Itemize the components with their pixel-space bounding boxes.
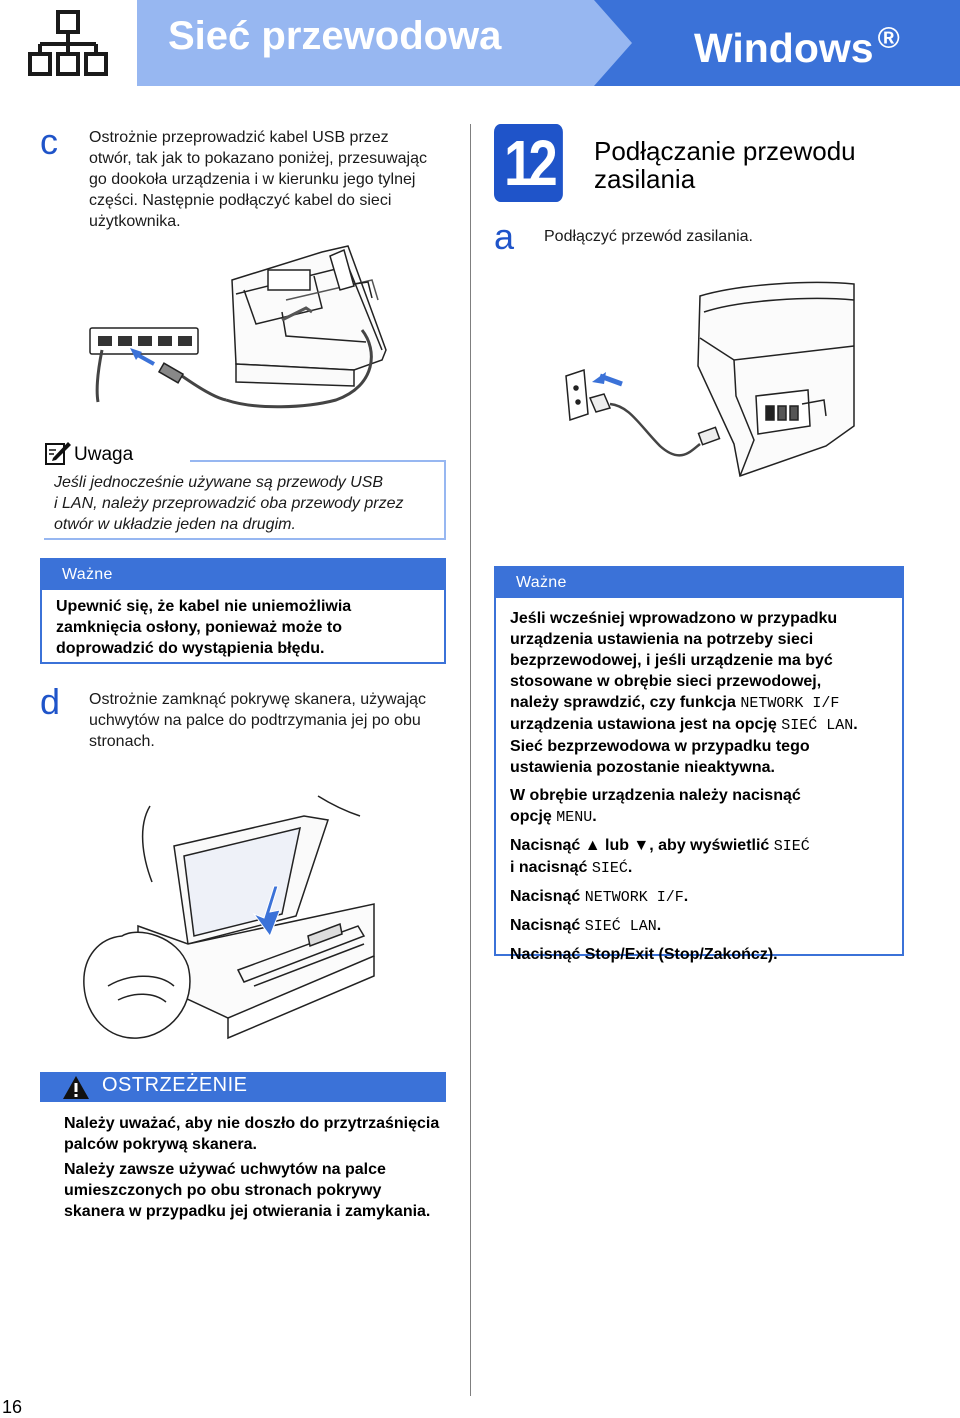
punct: . (627, 859, 633, 876)
step-d-line: Ostrożnie zamknąć pokrywę skanera, używa… (89, 691, 427, 708)
important-paragraph: Jeśli wcześniej wprowadzono w przypadku … (510, 608, 888, 778)
important-paragraph: Nacisnąć SIEĆ LAN. (510, 915, 888, 937)
important-line: bezprzewodowej, i jeśli urządzenie ma by… (510, 652, 833, 669)
step-heading-line: Podłączanie przewodu (594, 136, 856, 166)
step-d-text: Ostrożnie zamknąć pokrywę skanera, używa… (89, 689, 459, 752)
column-divider (470, 124, 471, 1396)
step-d-line: uchwytów na palce do podtrzymania jej po… (89, 712, 421, 729)
page-title: Sieć przewodowa (168, 14, 502, 58)
step-heading-line: zasilania (594, 164, 696, 194)
power-cord-illustration (565, 281, 855, 477)
warning-line: skanera w przypadku jej otwierania i zam… (64, 1203, 431, 1220)
important-title: Ważne (42, 560, 444, 590)
menu-option-siec: SIEĆ (773, 838, 810, 855)
important-line: W obrębie urządzenia należy nacisnąć (510, 787, 801, 804)
important-paragraph: Nacisnąć Stop/Exit (Stop/Zakończ). (510, 944, 888, 965)
step-c-text: Ostrożnie przeprowadzić kabel USB przez … (89, 127, 459, 232)
important-line: należy sprawdzić, czy funkcja (510, 694, 741, 711)
os-label: Windows® (694, 22, 900, 72)
warning-paragraph: Należy uważać, aby nie doszło do przytrz… (64, 1113, 454, 1155)
warning-line: Należy zawsze używać uchwytów na palce (64, 1161, 386, 1178)
important-paragraph: Nacisnąć NETWORK I/F. (510, 886, 888, 908)
important-line: Sieć bezprzewodowa w przypadku tego (510, 738, 810, 755)
important-line: i nacisnąć (510, 859, 592, 876)
step-c-line: Ostrożnie przeprowadzić kabel USB przez (89, 129, 389, 146)
important-line: stosowane w obrębie sieci przewodowej, (510, 673, 822, 690)
scanner-cover-illustration (83, 795, 375, 1040)
important-line: doprowadzić do wystąpienia błędu. (56, 640, 325, 657)
warning-line: umieszczonych po obu stronach pokrywy (64, 1182, 382, 1199)
note-text: Jeśli jednocześnie używane są przewody U… (54, 472, 439, 535)
important-body: Jeśli wcześniej wprowadzono w przypadku … (496, 598, 902, 965)
step-letter-c: c (40, 121, 58, 162)
important-line: Nacisnąć (510, 888, 585, 905)
punct: . (656, 917, 662, 934)
note-rule (190, 460, 446, 462)
menu-option-network-if: NETWORK I/F (740, 695, 840, 712)
important-line: Upewnić się, że kabel nie uniemożliwia (56, 598, 352, 615)
header-os-band (594, 0, 960, 86)
note-pencil-icon (45, 442, 71, 465)
step-c-line: części. Następnie podłączyć kabel do sie… (89, 192, 392, 209)
important-body: Upewnić się, że kabel nie uniemożliwia z… (42, 590, 444, 659)
warning-band (40, 1072, 446, 1102)
menu-option-siec-lan: SIEĆ LAN (781, 717, 854, 734)
important-line: Nacisnąć (510, 917, 585, 934)
punct: . (592, 808, 597, 825)
menu-option-network-if: NETWORK I/F (584, 889, 684, 906)
important-title: Ważne (496, 568, 902, 598)
step-d-line: stronach. (89, 733, 155, 750)
registered-mark: ® (877, 22, 900, 55)
warning-line: Należy uważać, aby nie doszło do przytrz… (64, 1115, 440, 1132)
os-name: Windows (694, 25, 874, 71)
important-box-left: Ważne Upewnić się, że kabel nie uniemożl… (40, 558, 446, 664)
header-icon-area (0, 0, 137, 86)
step-heading: Podłączanie przewodu zasilania (594, 137, 934, 193)
network-topology-icon (28, 10, 108, 76)
important-line: ustawienia pozostanie nieaktywna. (510, 759, 775, 776)
step-c-line: użytkownika. (89, 213, 181, 230)
step-letter-d: d (40, 681, 61, 722)
important-line: urządzenia ustawienia na potrzeby sieci (510, 631, 814, 648)
important-line: zamknięcia osłony, ponieważ może to (56, 619, 342, 636)
step-c-line: otwór, tak jak to pokazano poniżej, prze… (89, 150, 427, 167)
important-paragraph: W obrębie urządzenia należy nacisnąć opc… (510, 785, 888, 828)
menu-option-siec: SIEĆ (591, 860, 628, 877)
note-line: otwór w układzie jeden na drugim. (54, 516, 296, 533)
important-line: opcję (510, 808, 557, 825)
step-number-badge: 12 (494, 124, 563, 202)
punct: . (683, 888, 689, 905)
menu-option-menu: MENU (556, 809, 593, 826)
menu-option-siec-lan: SIEĆ LAN (584, 918, 657, 935)
warning-paragraph: Należy zawsze używać uchwytów na palce u… (64, 1159, 454, 1222)
important-line: Nacisnąć Stop/Exit (Stop/Zakończ). (510, 946, 778, 963)
note-box (44, 460, 446, 540)
warning-line: palców pokrywą skanera. (64, 1136, 257, 1153)
cable-routing-illustration (89, 245, 387, 409)
note-line: Jeśli jednocześnie używane są przewody U… (54, 474, 384, 491)
note-title: Uwaga (74, 444, 134, 465)
warning-text: Należy uważać, aby nie doszło do przytrz… (64, 1113, 454, 1226)
important-box-right: Ważne Jeśli wcześniej wprowadzono w przy… (494, 566, 904, 963)
step-letter-a: a (494, 216, 515, 257)
step-a-text: Podłączyć przewód zasilania. (544, 228, 753, 245)
step-c-line: go dookoła urządzenia i w kierunku jego … (89, 171, 416, 188)
important-paragraph: Nacisnąć ▲ lub ▼, aby wyświetlić SIEĆ i … (510, 835, 888, 879)
warning-title: OSTRZEŻENIE (102, 1074, 248, 1096)
punct: . (853, 716, 858, 733)
warning-triangle-icon (63, 1076, 89, 1099)
page-number: 16 (2, 1397, 23, 1417)
important-line: Jeśli wcześniej wprowadzono w przypadku (510, 610, 838, 627)
important-line: Nacisnąć ▲ lub ▼, aby wyświetlić (510, 837, 774, 854)
important-line: urządzenia ustawiona jest na opcję (510, 716, 782, 733)
note-line: i LAN, należy przeprowadzić oba przewody… (54, 495, 404, 512)
